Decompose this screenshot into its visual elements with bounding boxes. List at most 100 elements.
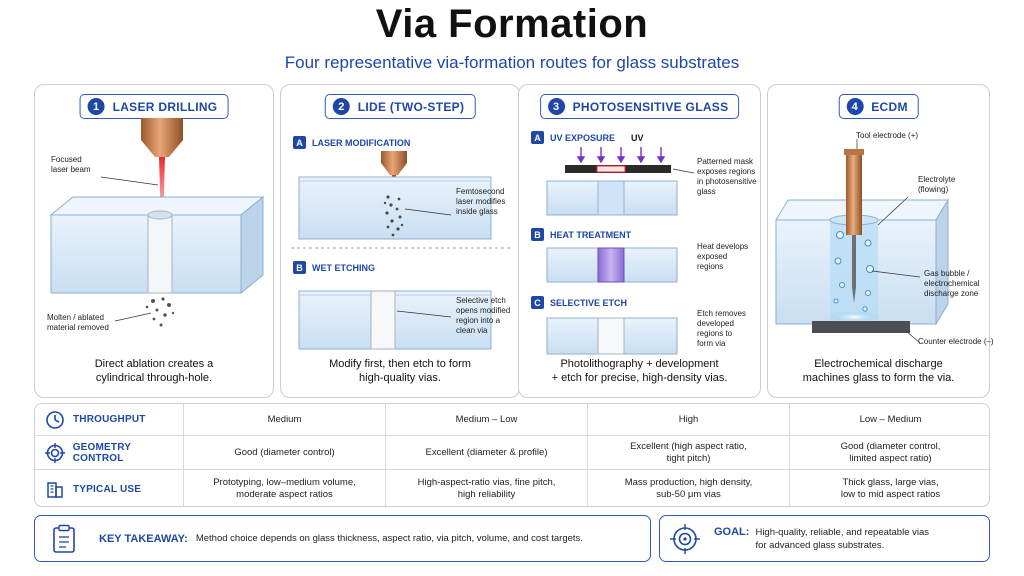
counter-electrode xyxy=(812,321,910,333)
table-cell: Excellent (high aspect ratio, tight pitc… xyxy=(588,436,790,469)
comparison-table: THROUGHPUT Medium Medium – Low High Low … xyxy=(34,403,990,507)
glass-substrate xyxy=(298,176,492,240)
row-header: GEOMETRY CONTROL xyxy=(35,436,184,469)
laser-drilling-illustration xyxy=(49,118,265,327)
step-letter: B xyxy=(531,228,544,241)
table-cell: Medium xyxy=(184,404,386,435)
modified-track-dots xyxy=(383,195,404,237)
step-wet-etching: B WET ETCHING xyxy=(293,261,375,274)
ecdm-illustration xyxy=(775,139,949,344)
step-title: UV EXPOSURE xyxy=(550,132,616,143)
page-subtitle: Four representative via-formation routes… xyxy=(284,53,740,72)
glass-side-face xyxy=(240,195,264,295)
panel-laser-drilling: 1 LASER DRILLING Focused laser beam Molt… xyxy=(34,84,274,398)
gas-bubbles xyxy=(833,231,874,312)
key-takeaway-box: KEY TAKEAWAY: Method choice depends on g… xyxy=(34,515,651,562)
panel-title-badge: 3 PHOTOSENSITIVE GLASS xyxy=(539,94,740,119)
key-takeaway-text: Method choice depends on glass thickness… xyxy=(195,533,583,544)
etched-via xyxy=(370,290,396,350)
panel-title-badge: 1 LASER DRILLING xyxy=(79,94,229,119)
leader-line xyxy=(404,208,452,216)
tool-electrode-needle xyxy=(852,235,856,287)
glass-side-face xyxy=(935,198,949,326)
leader-line xyxy=(871,270,921,278)
laser-nozzle-tip xyxy=(141,140,183,157)
step-selective-etch: C SELECTIVE ETCH xyxy=(531,296,627,309)
panel-ecdm: 4 ECDM Tool electrode (+) xyxy=(767,84,994,398)
panel-title: LIDE (TWO-STEP) xyxy=(357,99,465,114)
row-label: TYPICAL USE xyxy=(73,483,142,495)
panel-caption: Direct ablation creates a cylindrical th… xyxy=(94,358,214,384)
exposed-region xyxy=(597,180,625,216)
table-cell: High-aspect-ratio vias, fine pitch, high… xyxy=(386,470,588,506)
table-cell: Low – Medium xyxy=(859,413,922,425)
goal-content: GOAL: High-quality, reliable, and repeat… xyxy=(714,526,929,552)
tool-electrode xyxy=(846,153,862,235)
row-label: THROUGHPUT xyxy=(73,414,146,425)
glass-substrate xyxy=(50,214,242,294)
panel-number: 2 xyxy=(332,98,350,115)
leader-line xyxy=(672,168,695,174)
leader-line xyxy=(100,176,159,186)
panel-caption: Electrochemical discharge machines glass… xyxy=(802,358,955,384)
panel-caption: Modify first, then etch to form high-qua… xyxy=(329,358,471,384)
table-row-throughput: THROUGHPUT Medium Medium – Low High Low … xyxy=(35,404,989,436)
label-electrolyte: Electrolyte (flowing) xyxy=(918,175,956,194)
note-femtosecond: Femtosecond laser modifies inside glass xyxy=(456,187,506,216)
goal-box: GOAL: High-quality, reliable, and repeat… xyxy=(659,515,990,562)
goal-text: High-quality, reliable, and repeatable v… xyxy=(755,526,930,551)
leader-line xyxy=(905,330,921,344)
building-icon xyxy=(47,482,63,498)
panel-number: 3 xyxy=(547,98,565,115)
ablated-debris xyxy=(145,297,175,327)
laser-nozzle-body xyxy=(381,151,407,163)
lide-illustration xyxy=(291,151,511,350)
step-letter: C xyxy=(531,296,544,309)
panel-title: LASER DRILLING xyxy=(112,99,218,114)
through-hole xyxy=(147,214,173,294)
label-counter-electrode: Counter electrode (–) xyxy=(918,337,994,346)
panel-title-badge: 2 LIDE (TWO-STEP) xyxy=(324,94,476,119)
label-focused-beam: Focused laser beam xyxy=(51,155,91,174)
note-selective-etch: Selective etch opens modified region int… xyxy=(456,296,511,335)
clipboard-icon xyxy=(53,524,75,553)
panel-title-badge: 4 ECDM xyxy=(838,94,919,119)
step-letter: A xyxy=(293,136,306,149)
hole-opening xyxy=(147,210,173,220)
discharge-glow xyxy=(828,311,880,323)
target-icon xyxy=(670,523,700,554)
uv-arrows xyxy=(576,147,666,164)
step-title: WET ETCHING xyxy=(312,262,375,273)
leader-line xyxy=(877,196,909,226)
goal-label: GOAL: xyxy=(714,525,750,538)
mask-opening xyxy=(596,165,626,173)
note-heat-develops: Heat develops exposed regions xyxy=(697,242,749,271)
step-letter: B xyxy=(293,261,306,274)
table-row-typical-use: TYPICAL USE Prototyping, low–medium volu… xyxy=(35,470,989,506)
step-laser-modification: A LASER MODIFICATION xyxy=(293,136,410,149)
panel-photosensitive-glass: 3 PHOTOSENSITIVE GLASS A UV EXPOSURE UV … xyxy=(518,84,761,398)
uv-label: UV xyxy=(631,132,644,143)
step-uv-exposure: A UV EXPOSURE UV xyxy=(531,131,644,144)
step-heat-treatment: B HEAT TREATMENT xyxy=(531,228,631,241)
table-cell: Excellent (diameter & profile) xyxy=(386,436,588,469)
table-cell: High xyxy=(588,404,790,435)
clock-icon xyxy=(46,410,64,429)
row-header: THROUGHPUT xyxy=(35,404,184,435)
step-title: HEAT TREATMENT xyxy=(550,229,632,240)
label-tool-electrode: Tool electrode (+) xyxy=(856,131,919,140)
developed-region xyxy=(597,247,625,283)
label-material-removed: Molten / ablated material removed xyxy=(47,313,109,332)
note-etch-removes: Etch removes developed regions to form v… xyxy=(697,309,746,348)
table-cell: Medium – Low xyxy=(386,404,588,435)
table-cell: Thick glass, large vias, low to mid aspe… xyxy=(840,477,941,500)
target-icon xyxy=(45,442,65,463)
photosensitive-illustration xyxy=(546,147,695,355)
step-letter: A xyxy=(531,131,544,144)
label-gas-bubble: Gas bubble / electrochemical discharge z… xyxy=(924,269,980,298)
laser-nozzle-body xyxy=(141,118,183,140)
panel-title: ECDM xyxy=(871,99,908,114)
table-row-geometry-control: GEOMETRY CONTROL Good (diameter control)… xyxy=(35,436,989,470)
panel-title: PHOTOSENSITIVE GLASS xyxy=(572,99,729,114)
leader-line xyxy=(396,310,452,318)
